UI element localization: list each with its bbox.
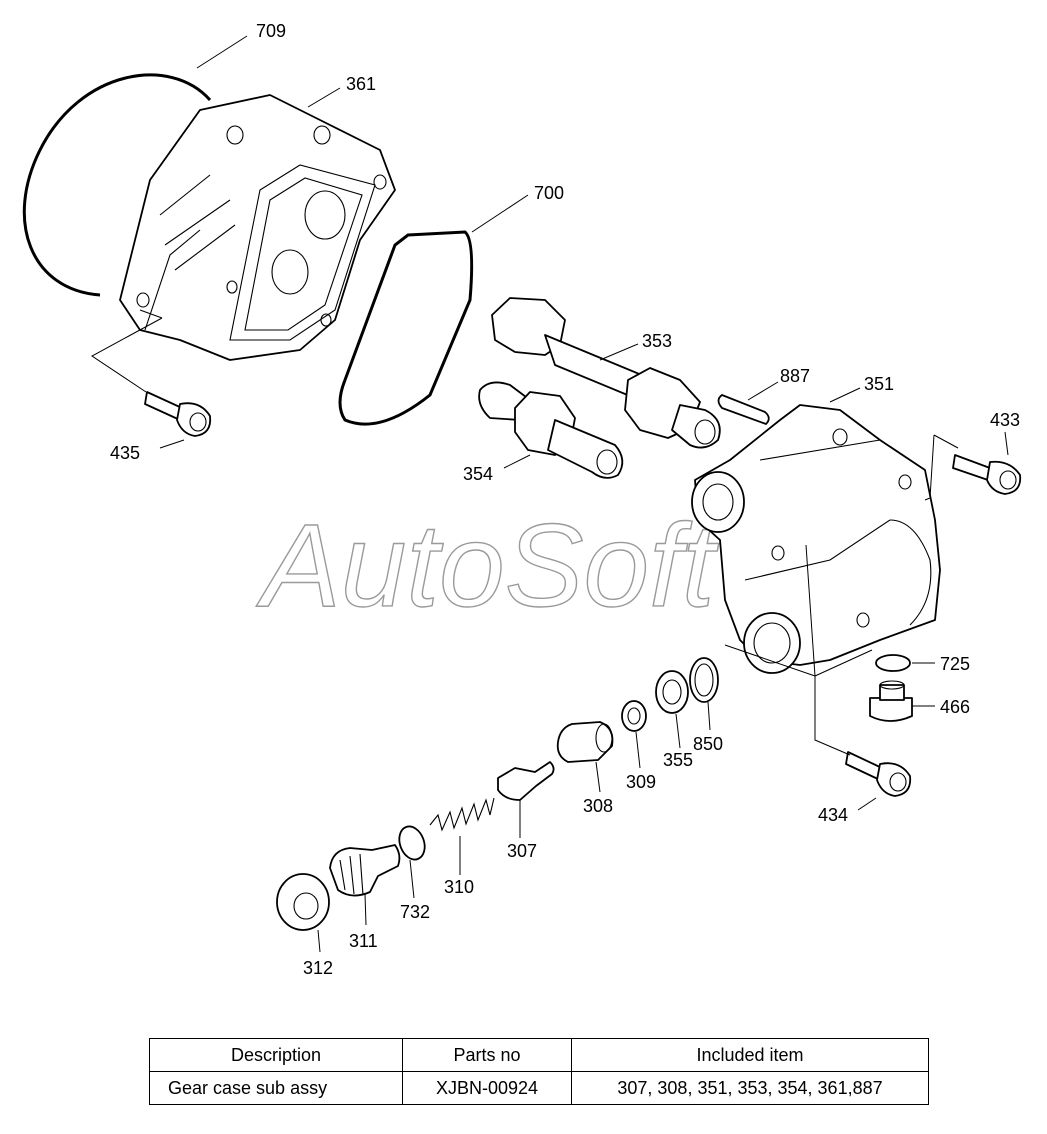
watermark: AutoSoft (256, 500, 719, 632)
part-725-o-ring (875, 654, 911, 672)
part-433-bolt (952, 454, 1022, 495)
cell-description: Gear case sub assy (149, 1071, 403, 1105)
part-850-snap-ring (689, 657, 719, 703)
callout-351: 351 (864, 374, 894, 394)
callout-309: 309 (626, 772, 656, 792)
table-row: Gear case sub assy XJBN-00924 307, 308, … (149, 1071, 929, 1105)
part-311-adjuster (329, 844, 401, 897)
part-312-nut (276, 873, 330, 931)
callout-700: 700 (534, 183, 564, 203)
part-351-pump-body (691, 404, 941, 674)
callout-311: 311 (349, 931, 378, 951)
callout-435: 435 (110, 443, 140, 463)
part-361-gear-case (119, 94, 396, 361)
part-310-spring (429, 797, 495, 832)
exploded-parts-diagram: AutoSoft (22, 21, 1022, 978)
part-732-o-ring (398, 825, 426, 861)
callout-307: 307 (507, 841, 537, 861)
part-309-ring (621, 700, 647, 732)
column-header-included-item: Included item (571, 1038, 929, 1072)
cell-included-item: 307, 308, 351, 353, 354, 361,887 (571, 1071, 929, 1105)
part-353-drive-gear-shaft (491, 297, 721, 449)
part-355-bearing (655, 670, 689, 714)
callout-433: 433 (990, 410, 1020, 430)
column-header-description: Description (149, 1038, 403, 1072)
callout-725: 725 (940, 654, 970, 674)
part-354-driven-gear-shaft (478, 381, 624, 479)
part-307-poppet (497, 761, 555, 801)
callout-355: 355 (663, 750, 693, 770)
callout-709: 709 (256, 21, 286, 41)
parts-table: Description Parts no Included item Gear … (149, 1038, 929, 1105)
callout-312: 312 (303, 958, 333, 978)
cell-parts-no: XJBN-00924 (402, 1071, 572, 1105)
part-434-bolt (845, 751, 912, 797)
part-709-o-ring (22, 73, 212, 297)
callout-353: 353 (642, 331, 672, 351)
column-header-parts-no: Parts no (402, 1038, 572, 1072)
callout-310: 310 (444, 877, 474, 897)
callout-308: 308 (583, 796, 613, 816)
leader-lines (91, 35, 1009, 953)
table-header-row: Description Parts no Included item (149, 1038, 929, 1072)
part-887-pin (717, 394, 770, 425)
part-466-plug (869, 680, 913, 722)
callout-887: 887 (780, 366, 810, 386)
callout-434: 434 (818, 805, 848, 825)
callout-850: 850 (693, 734, 723, 754)
callout-466: 466 (940, 697, 970, 717)
part-435-bolt (144, 391, 212, 437)
callout-354: 354 (463, 464, 493, 484)
callouts: 709 361 700 353 887 351 433 354 435 725 … (110, 21, 1020, 978)
callout-361: 361 (346, 74, 376, 94)
callout-732: 732 (400, 902, 430, 922)
part-700-gasket (338, 230, 474, 426)
part-308-sleeve (556, 721, 614, 763)
